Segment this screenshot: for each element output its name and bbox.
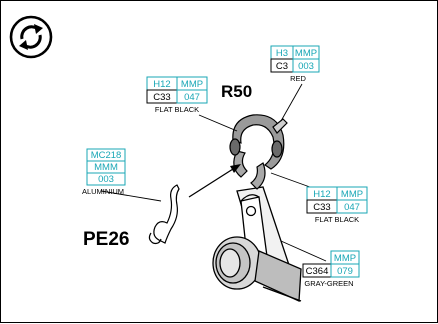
paint-box-red: H3 MMP C3 003 RED — [270, 45, 320, 83]
leader-lines — [100, 83, 327, 262]
svg-text:003: 003 — [98, 174, 114, 185]
svg-text:H12: H12 — [153, 79, 170, 90]
svg-text:047: 047 — [184, 92, 200, 103]
rotate-arrows-icon[interactable] — [8, 14, 54, 60]
svg-text:MMM: MMM — [94, 162, 118, 173]
svg-text:C3: C3 — [276, 61, 288, 72]
svg-text:MMP: MMP — [295, 48, 317, 59]
paint-caption-aluminium: ALUMINIUM — [82, 187, 124, 196]
part-label-r50: R50 — [221, 82, 252, 101]
part-label-pe26: PE26 — [83, 229, 129, 250]
insertion-arrow — [188, 164, 241, 198]
svg-text:MMP: MMP — [334, 253, 356, 264]
paint-box-aluminium: MC218 MMM 003 ALUMINIUM — [82, 148, 126, 196]
paint-caption-gray-green: GRAY-GREEN — [304, 279, 353, 288]
paint-caption-flat-black-top: FLAT BLACK — [155, 105, 199, 114]
svg-text:MMP: MMP — [181, 79, 203, 90]
paint-caption-flat-black-right: FLAT BLACK — [315, 215, 359, 224]
svg-text:C33: C33 — [153, 92, 170, 103]
paint-box-flat-black-right: H12 MMP C33 047 FLAT BLACK — [306, 186, 368, 224]
paint-box-flat-black-top: H12 MMP C33 047 FLAT BLACK — [146, 76, 208, 114]
svg-text:MC218: MC218 — [91, 150, 122, 161]
paint-box-gray-green: MMP C364 079 GRAY-GREEN — [302, 250, 360, 288]
svg-text:MMP: MMP — [341, 189, 363, 200]
svg-text:H12: H12 — [313, 189, 330, 200]
r50-claw — [229, 114, 288, 190]
svg-text:C364: C364 — [306, 266, 329, 277]
svg-text:H3: H3 — [276, 48, 288, 59]
pe26-hook — [148, 184, 180, 245]
svg-text:047: 047 — [344, 202, 360, 213]
svg-text:C33: C33 — [313, 202, 330, 213]
svg-text:003: 003 — [298, 61, 314, 72]
svg-text:079: 079 — [337, 266, 353, 277]
stand-assembly — [212, 186, 302, 302]
paint-caption-red: RED — [290, 74, 306, 83]
